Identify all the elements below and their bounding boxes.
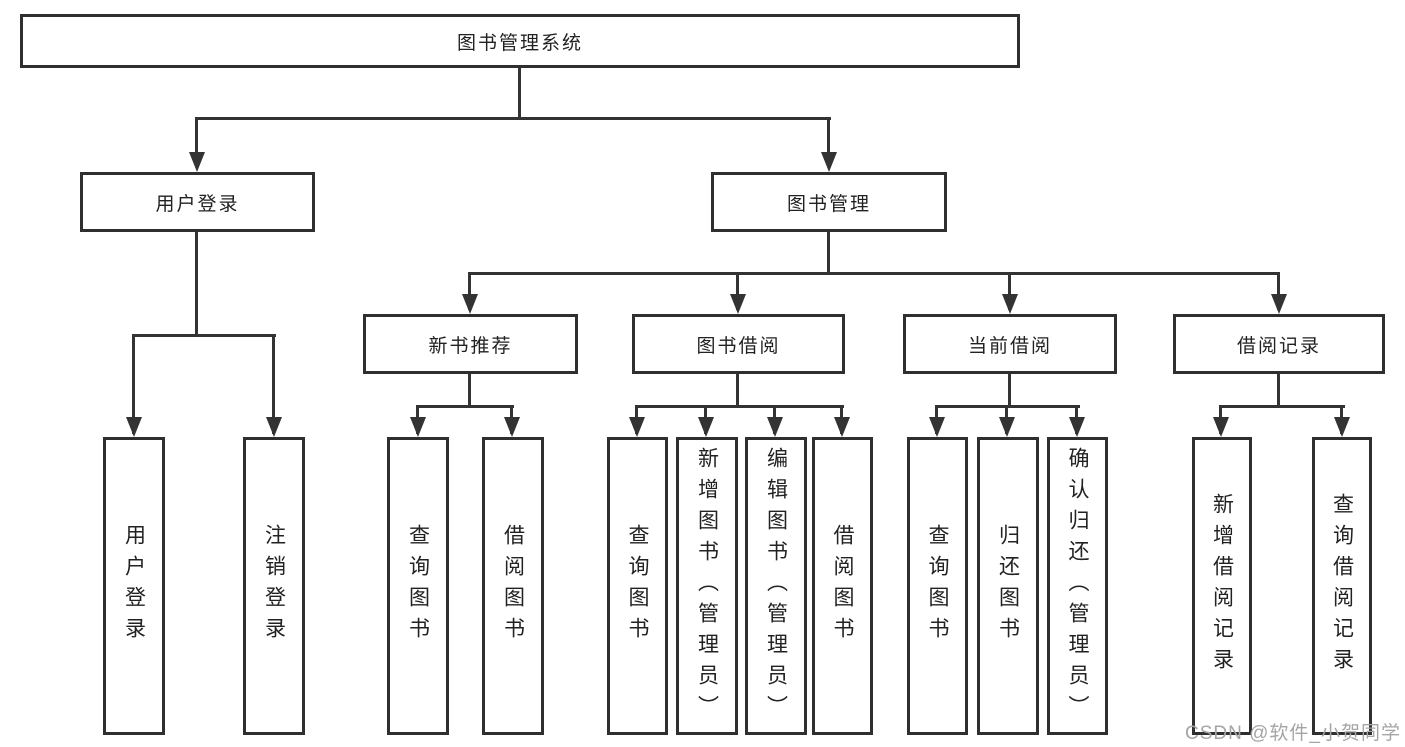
node-user-login: 用户登录: [80, 172, 315, 232]
leaf-label: 编辑图书（管理员）: [764, 446, 788, 726]
csdn-watermark: CSDN @软件_小贺同学: [1185, 723, 1401, 744]
connector-line: [736, 374, 739, 408]
leaf-borrow-books-recommend: 借阅图书: [482, 437, 544, 735]
connector-line: [827, 117, 830, 167]
connector-line: [1277, 272, 1280, 310]
leaf-add-books-admin: 新增图书（管理员）: [676, 437, 738, 735]
leaf-query-books-borrowing: 查询图书: [607, 437, 668, 735]
leaf-return-books: 归还图书: [977, 437, 1039, 735]
connector-line: [518, 66, 521, 120]
arrow-down-icon: [462, 294, 478, 314]
leaf-label: 借阅图书: [831, 524, 854, 648]
arrow-down-icon: [730, 294, 746, 314]
connector-line: [468, 272, 1280, 275]
node-book-borrowing: 图书借阅: [632, 314, 845, 374]
node-label: 图书管理: [786, 193, 871, 215]
leaf-label: 新增借阅记录: [1210, 493, 1234, 679]
connector-line: [132, 334, 276, 337]
connector-line: [1219, 405, 1345, 408]
arrow-down-icon: [266, 417, 282, 437]
arrow-down-icon: [1334, 417, 1350, 437]
node-label: 当前借阅: [967, 335, 1052, 357]
arrow-down-icon: [1069, 417, 1085, 437]
arrow-down-icon: [999, 417, 1015, 437]
connector-line: [195, 117, 831, 120]
arrow-down-icon: [410, 417, 426, 437]
connector-line: [132, 334, 135, 434]
arrow-down-icon: [1213, 417, 1229, 437]
leaf-label: 借阅图书: [501, 524, 525, 648]
arrow-down-icon: [698, 417, 714, 437]
node-current-borrowing: 当前借阅: [903, 314, 1117, 374]
leaf-borrow-books-borrowing: 借阅图书: [812, 437, 873, 735]
arrow-down-icon: [767, 417, 783, 437]
connector-line: [1008, 374, 1011, 408]
connector-line: [827, 232, 830, 275]
leaf-edit-books-admin: 编辑图书（管理员）: [745, 437, 807, 735]
arrow-down-icon: [189, 152, 205, 172]
node-label: 用户登录: [155, 193, 240, 215]
leaf-label: 查询图书: [406, 524, 430, 648]
leaf-label: 查询图书: [626, 524, 649, 648]
arrow-down-icon: [504, 417, 520, 437]
node-book-management: 图书管理: [711, 172, 947, 232]
node-borrow-records: 借阅记录: [1173, 314, 1385, 374]
leaf-confirm-return-admin: 确认归还（管理员）: [1047, 437, 1108, 735]
node-label: 新书推荐: [428, 335, 513, 357]
arrow-down-icon: [1002, 294, 1018, 314]
connector-line: [468, 272, 471, 310]
leaf-user-login: 用户登录: [103, 437, 165, 735]
leaf-query-books-current: 查询图书: [907, 437, 968, 735]
node-label: 借阅记录: [1236, 335, 1321, 357]
arrow-down-icon: [126, 417, 142, 437]
node-label: 图书管理系统: [456, 32, 583, 54]
leaf-label: 查询图书: [926, 524, 949, 648]
leaf-query-borrow-record: 查询借阅记录: [1312, 437, 1372, 735]
arrow-down-icon: [629, 417, 645, 437]
leaf-label: 用户登录: [122, 524, 146, 648]
connector-line: [468, 374, 471, 408]
leaf-logout: 注销登录: [243, 437, 305, 735]
node-new-book-recommendation: 新书推荐: [363, 314, 578, 374]
arrow-down-icon: [929, 417, 945, 437]
connector-line: [416, 405, 514, 408]
leaf-query-books-recommend: 查询图书: [387, 437, 449, 735]
leaf-label: 确认归还（管理员）: [1066, 446, 1089, 726]
connector-line: [195, 232, 198, 337]
arrow-down-icon: [834, 417, 850, 437]
connector-line: [272, 334, 275, 434]
leaf-label: 新增图书（管理员）: [695, 446, 719, 726]
node-label: 图书借阅: [696, 335, 781, 357]
connector-line: [635, 405, 844, 408]
connector-line: [1008, 272, 1011, 310]
arrow-down-icon: [1271, 294, 1287, 314]
arrow-down-icon: [821, 152, 837, 172]
leaf-label: 归还图书: [996, 524, 1020, 648]
leaf-add-borrow-record: 新增借阅记录: [1192, 437, 1252, 735]
connector-line: [1277, 374, 1280, 408]
leaf-label: 注销登录: [262, 524, 286, 648]
connector-line: [736, 272, 739, 310]
node-library-system: 图书管理系统: [20, 14, 1020, 68]
leaf-label: 查询借阅记录: [1330, 493, 1354, 679]
connector-line: [195, 117, 198, 167]
